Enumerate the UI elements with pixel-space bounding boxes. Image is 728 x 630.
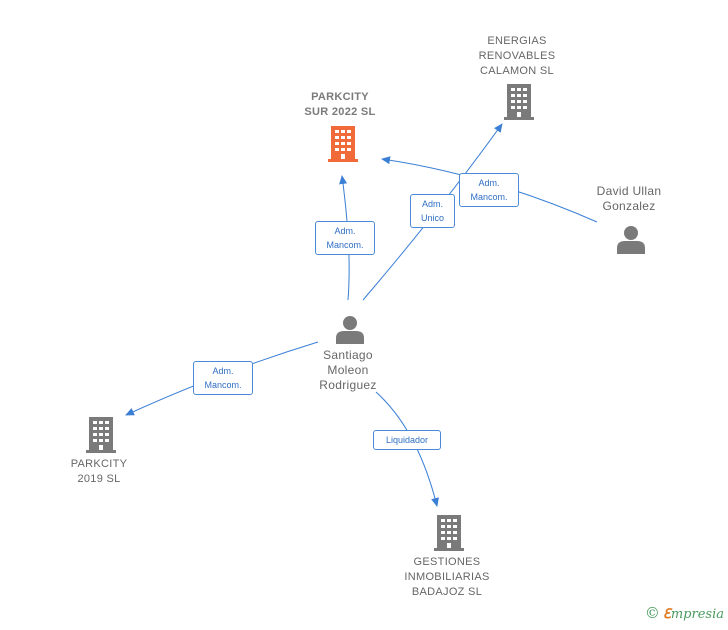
label-line: INMOBILIARIAS <box>404 571 490 583</box>
label-line: PARKCITY <box>311 91 369 103</box>
person-icon[interactable] <box>335 314 365 344</box>
label-line: Rodriguez <box>319 378 377 392</box>
brand-name: mpresia <box>670 607 724 622</box>
edge-label-line: Mancom. <box>470 192 508 202</box>
label-line: PARKCITY <box>70 458 128 470</box>
brand-logo[interactable]: ©ℇmpresia <box>645 604 724 622</box>
brand-mark: ℇ <box>662 607 671 622</box>
node-label-gestiones-badajoz[interactable]: GESTIONES INMOBILIARIAS BADAJOZ SL <box>392 555 502 600</box>
building-icon[interactable] <box>328 126 358 162</box>
label-line: BADAJOZ SL <box>411 586 483 598</box>
node-label-david-ullan[interactable]: David Ullan Gonzalez <box>580 184 678 214</box>
building-icon[interactable] <box>86 417 116 453</box>
edge-label-adm-mancom[interactable]: Adm. Mancom. <box>459 173 519 207</box>
person-icon[interactable] <box>616 224 646 254</box>
node-label-parkcity-sur-2022[interactable]: PARKCITY SUR 2022 SL <box>290 90 390 120</box>
label-line: David Ullan <box>596 184 662 198</box>
label-line: SUR 2022 SL <box>304 106 376 118</box>
edge-label-line: Adm. <box>334 226 356 236</box>
edge-label-line: Adm. <box>478 178 500 188</box>
node-label-energias-renovables[interactable]: ENERGIAS RENOVABLES CALAMON SL <box>462 34 572 79</box>
label-line: 2019 SL <box>77 473 121 485</box>
building-icon[interactable] <box>504 84 534 120</box>
label-line: Santiago <box>323 348 373 362</box>
edge-label-adm-mancom[interactable]: Adm. Mancom. <box>315 221 375 255</box>
label-line: Moleon <box>327 363 369 377</box>
copyright-icon: © <box>644 604 660 622</box>
node-label-parkcity-2019[interactable]: PARKCITY 2019 SL <box>54 457 144 487</box>
edge-label-liquidador[interactable]: Liquidador <box>373 430 441 450</box>
edge-label-line: Unico <box>420 213 444 223</box>
edge-label-line: Adm. <box>212 366 234 376</box>
edge-label-adm-mancom[interactable]: Adm. Mancom. <box>193 361 253 395</box>
edge-label-line: Mancom. <box>204 380 242 390</box>
label-line: CALAMON SL <box>480 65 554 77</box>
edge-label-line: Adm. <box>421 199 443 209</box>
edge-label-line: Mancom. <box>326 240 364 250</box>
edge-label-adm-unico[interactable]: Adm. Unico <box>410 194 455 228</box>
node-label-santiago-moleon[interactable]: Santiago Moleon Rodriguez <box>300 348 396 393</box>
building-icon[interactable] <box>434 515 464 551</box>
label-line: RENOVABLES <box>478 50 556 62</box>
edge-label-line: Liquidador <box>385 435 429 445</box>
label-line: Gonzalez <box>602 199 656 213</box>
label-line: GESTIONES <box>413 556 481 568</box>
label-line: ENERGIAS <box>487 35 547 47</box>
